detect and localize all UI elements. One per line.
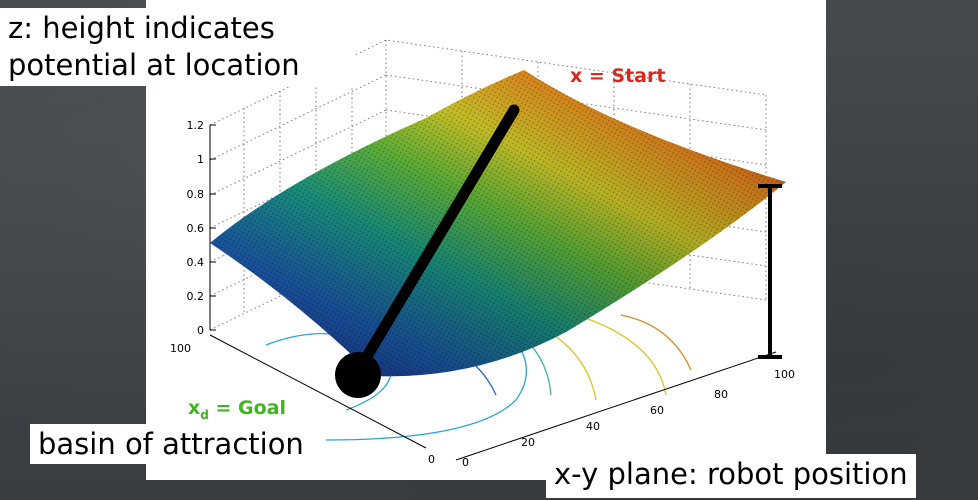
potential-surface <box>210 70 786 377</box>
caption-line: potential at location <box>8 48 300 82</box>
x-tick-label: 40 <box>586 420 600 433</box>
basin-caption: basin of attraction <box>30 424 312 464</box>
height-indicator <box>758 184 782 359</box>
xy-plane-caption: x-y plane: robot position <box>546 454 916 498</box>
descent-path-line <box>354 104 520 374</box>
x-tick-label: 100 <box>774 368 795 381</box>
z-tick-label: 0.2 <box>187 290 205 303</box>
z-tick-marks <box>210 124 216 331</box>
y-tick-label: 100 <box>170 342 191 355</box>
start-label: x = Start <box>570 65 665 87</box>
y-tick-label: 0 <box>428 453 435 466</box>
z-height-caption: z: height indicates potential at locatio… <box>0 8 356 86</box>
x-tick-label: 20 <box>521 436 535 449</box>
x-tick-label: 80 <box>714 388 728 401</box>
caption-line: z: height indicates <box>8 11 275 45</box>
surface-plot: 1.2 1 0.8 0.6 0.4 0.2 0 100 0 0 20 40 60… <box>170 39 795 469</box>
goal-label: xd = Goal <box>188 397 286 422</box>
goal-point <box>335 352 381 398</box>
z-tick-label: 1 <box>197 153 204 166</box>
z-tick-label: 1.2 <box>187 119 205 132</box>
z-tick-label: 0.4 <box>187 256 205 269</box>
x-tick-label: 0 <box>462 456 469 469</box>
z-tick-label: 0.6 <box>187 222 205 235</box>
z-tick-label: 0 <box>197 324 204 337</box>
x-tick-label: 60 <box>650 404 664 417</box>
z-tick-label: 0.8 <box>187 188 205 201</box>
